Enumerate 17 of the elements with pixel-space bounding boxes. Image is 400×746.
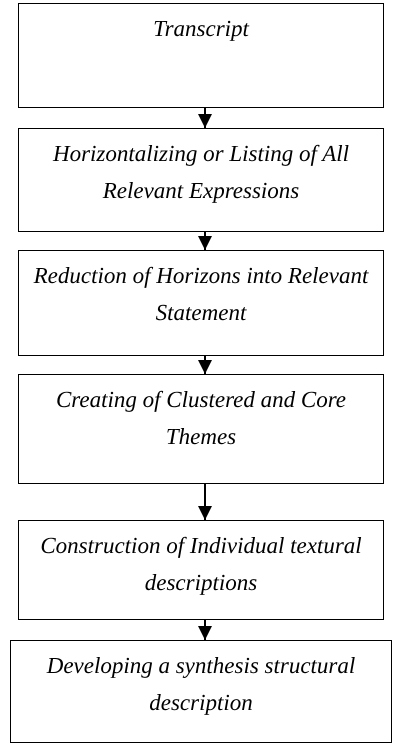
- box-text: Transcript: [152, 15, 250, 43]
- process-box: [10, 640, 392, 743]
- box-text: Reduction of Horizons into Relevant Statement: [32, 262, 370, 327]
- process-box: [18, 520, 384, 620]
- arrow: [198, 356, 212, 374]
- box-text: Developing a synthesis structural description: [46, 652, 356, 717]
- arrow: [198, 108, 212, 128]
- process-box: [18, 374, 384, 484]
- process-box: [18, 3, 384, 108]
- box-text: Horizontalizing or Listing of All Relevant Expressions: [52, 140, 350, 205]
- box-text: Creating of Clustered and Core Themes: [54, 386, 348, 451]
- arrow: [198, 620, 212, 640]
- process-box: [18, 128, 384, 232]
- arrow: [198, 232, 212, 250]
- arrow: [198, 484, 212, 520]
- process-box: [18, 250, 384, 356]
- box-text: Construction of Individual textural descriptions: [39, 532, 363, 597]
